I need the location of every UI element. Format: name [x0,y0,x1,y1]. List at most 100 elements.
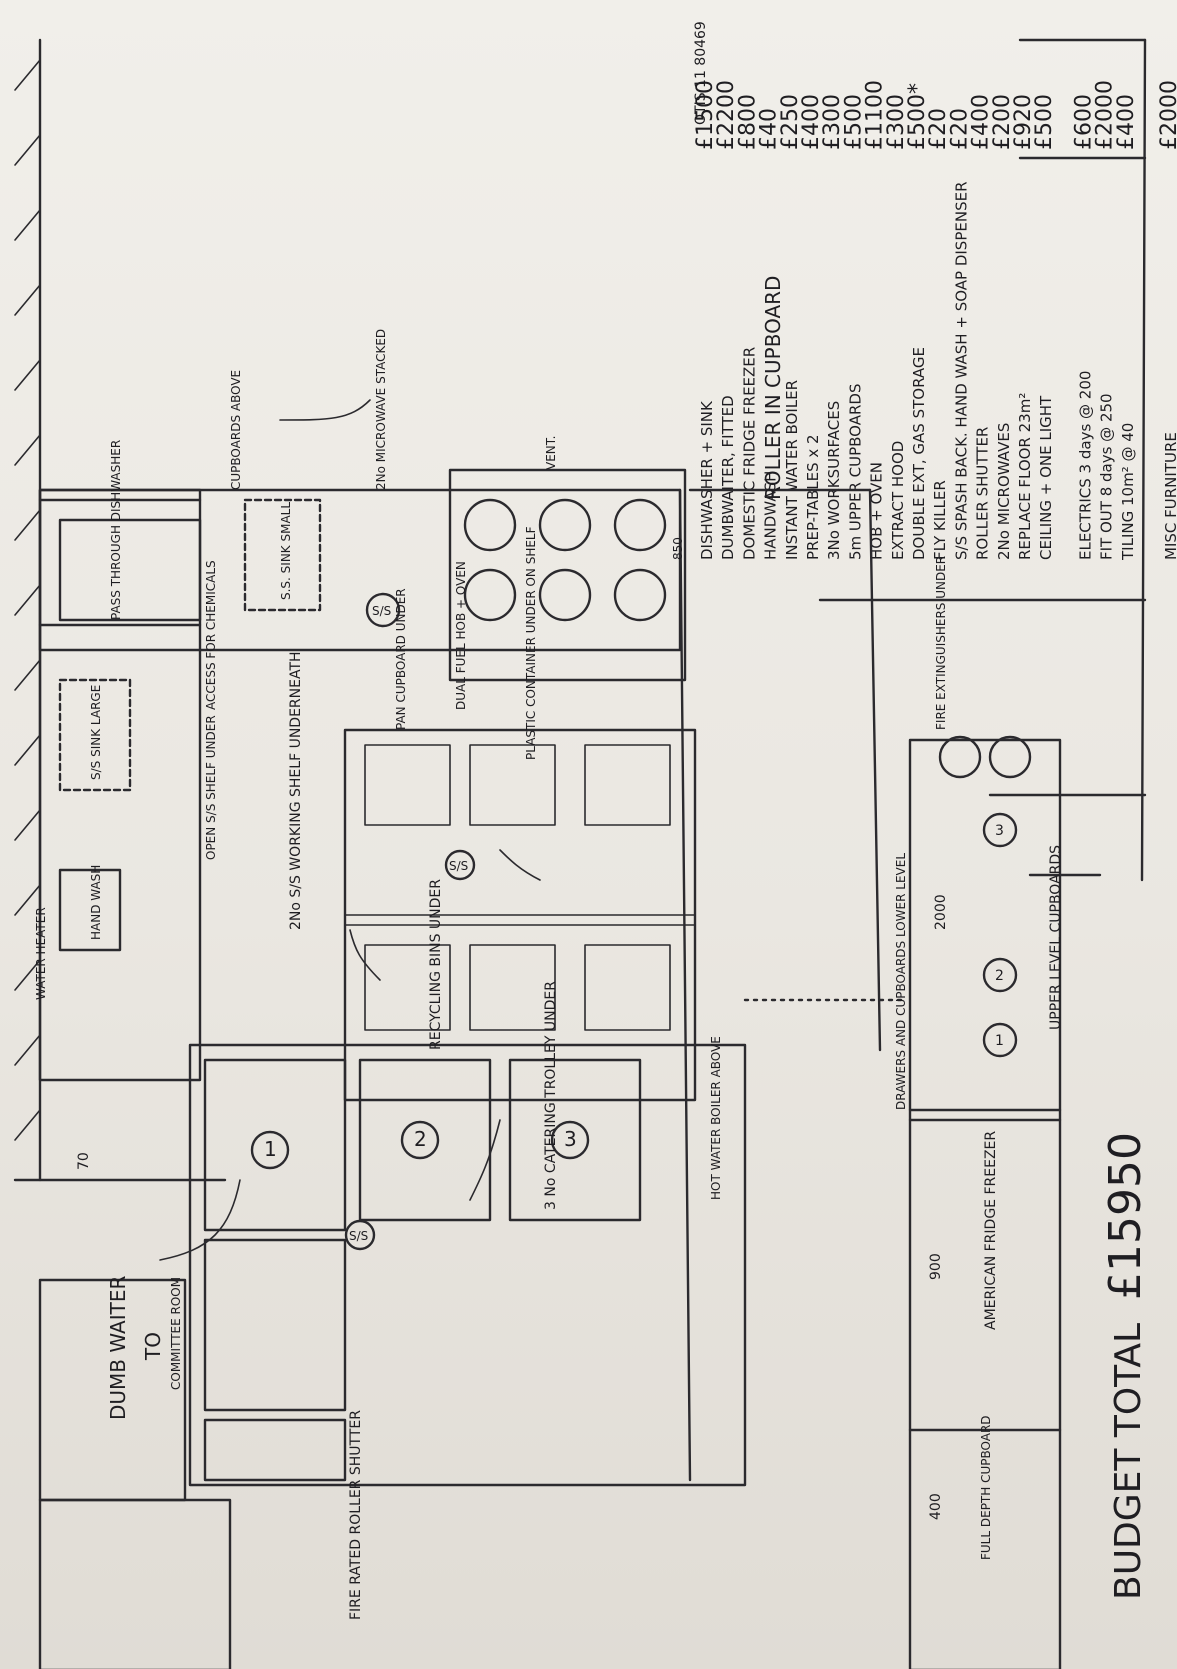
budget-item-cost: £400 [1114,94,1139,150]
budget-item-label: DOUBLE EXT, GAS STORAGE [910,347,928,560]
bin [469,744,556,826]
lower-run [908,738,1062,1669]
hob-ring [613,498,667,552]
access-chemicals-label: ACCESS FOR CHEMICALS [204,560,218,710]
bin [469,944,556,1031]
hand-wash-basin [58,868,122,952]
hatch-mark [14,884,41,916]
leader-arrow [159,1179,241,1261]
trolley-3-frame [508,1058,642,1222]
leader-lines [159,399,541,1261]
trolley-2 [203,1238,347,1412]
trolley-3 [203,1418,347,1482]
fire-shutter-wall [38,1498,232,1669]
dim-400-label: 400 [928,1493,944,1520]
budget-item-cost: £400 [799,94,824,150]
bin [584,744,671,826]
budget-item-label: DOMESTIC FRIDGE FREEZER [740,347,758,560]
plastic-container-label: PLASTIC CONTAINER UNDER ON SHELF [524,526,538,760]
budget-item-cost: £600 [1071,94,1096,150]
budget-item-cost: £500 [841,94,866,150]
budget-row: TILING 10m² @ 40 £400 [1114,94,1139,561]
budget-row: DOMESTIC FRIDGE FREEZER £800 [735,94,760,560]
hand-wash-label: HAND WASH [89,865,103,940]
fire-ext-label: FIRE EXTINGUISHERS UNDER [934,556,948,730]
budget-item-cost: £400 [969,94,994,150]
budget-item-label: EXTRACT HOOD [889,441,907,560]
trolley-2-frame [358,1058,492,1222]
ss-marker [365,592,401,628]
budget-row: FLY KILLER£20 [926,108,951,560]
budget-row: MISC FURNITURE£2000 [1157,80,1177,560]
budget-item-label: CEILING + ONE LIGHT [1037,395,1055,560]
ss-sink-small-label: S.S. SINK SMALL [279,502,293,600]
hob-ring [613,568,667,622]
fire-extinguisher [938,735,982,779]
budget-row: 2No MICROWAVES£200 [990,94,1015,560]
budget-item-label: FLY KILLER [931,480,949,560]
hatch-mark [14,959,41,991]
budget-item-label: TILING 10m² @ 40 [1119,423,1137,561]
ss-marker-label: S/S [372,604,391,618]
hatch-mark [14,434,41,466]
budget-item-cost: £1500 [693,80,718,150]
budget-row: 5m UPPER CUPBOARDS£500 [841,94,866,560]
trolley-area [188,1043,747,1487]
budget-item-cost: £800 [735,94,760,150]
hatch-mark [14,809,41,841]
budget-row: DISHWASHER + SINK£1500 [693,80,718,560]
small-sink [243,498,322,612]
leader-arrow [349,929,381,981]
trolley-label: 3 No CATERING TROLLEY UNDER [543,981,559,1210]
trolley-1 [203,1058,347,1232]
large-sink [58,678,132,792]
trolley-number-1 [250,1130,290,1170]
hatch-mark [14,284,41,316]
budget-total: BUDGET TOTAL £15950 [1100,1132,1151,1600]
vent-label: VENT. [544,436,558,471]
budget-item-label: ELECTRICS 3 days @ 200 [1076,371,1094,560]
microwave-label: 2No MICROWAVE STACKED [374,329,388,490]
trolley-number-3 [550,1120,590,1160]
budget-row: DUMBWAITER, FITTED£2200 [714,80,739,560]
hatch-mark [14,209,41,241]
hatch-mark [14,1034,41,1066]
bin [364,744,451,826]
cupboard-num-3: 3 [995,823,1004,839]
hatch-mark [14,134,41,166]
reference-text: OTIS 11 80469 [693,21,709,125]
hob-rings [463,498,667,622]
budget-row: ROLLER SHUTTER£400 [969,94,994,560]
dim-850-label: 850 [671,537,685,560]
hob-oven [448,468,687,682]
american-fridge-label: AMERICAN FRIDGE FREEZER [983,1131,999,1330]
budget-item-label: HANDWASH [762,471,780,560]
budget-item-label: 2No MICROWAVES [995,423,1013,560]
hatch-mark [14,359,41,391]
budget-item-label: MISC FURNITURE [1162,432,1177,560]
dumb-waiter-label: DUMB WAITER [106,1276,130,1420]
reference-number: OTIS 11 80469 [693,21,709,125]
budget-total-value: £15950 [1100,1132,1151,1300]
budget-row: 3No WORKSURFACES£300 [820,94,845,560]
budget-row: ELECTRICS 3 days @ 200 £600 [1071,94,1096,560]
budget-item-cost: £500* [905,83,930,150]
pan-cupboard-label: PAN CUPBOARD UNDER [394,588,408,730]
trolley-num-2: 2 [414,1127,427,1151]
to-label: TO [141,1332,165,1361]
budget-item-label: DUMBWAITER, FITTED [719,395,737,560]
budget-row: REPLACE FLOOR 23m²£920 [1011,94,1036,560]
ss-marker-label: S/S [449,859,468,873]
budget-item-label: S/S SPASH BACK. HAND WASH + SOAP DISPENS… [952,182,970,561]
bin [364,944,451,1031]
ss-marker-label: S/S [349,1229,368,1243]
budget-item-label: HOB + OVEN [868,462,886,560]
budget-item-cost: £2000 [1093,80,1118,150]
full-depth-label: FULL DEPTH CUPBOARD [979,1415,993,1560]
budget-row: EXTRACT HOOD£300 [884,94,909,560]
hob-ring [463,568,517,622]
hob-ring [463,498,517,552]
